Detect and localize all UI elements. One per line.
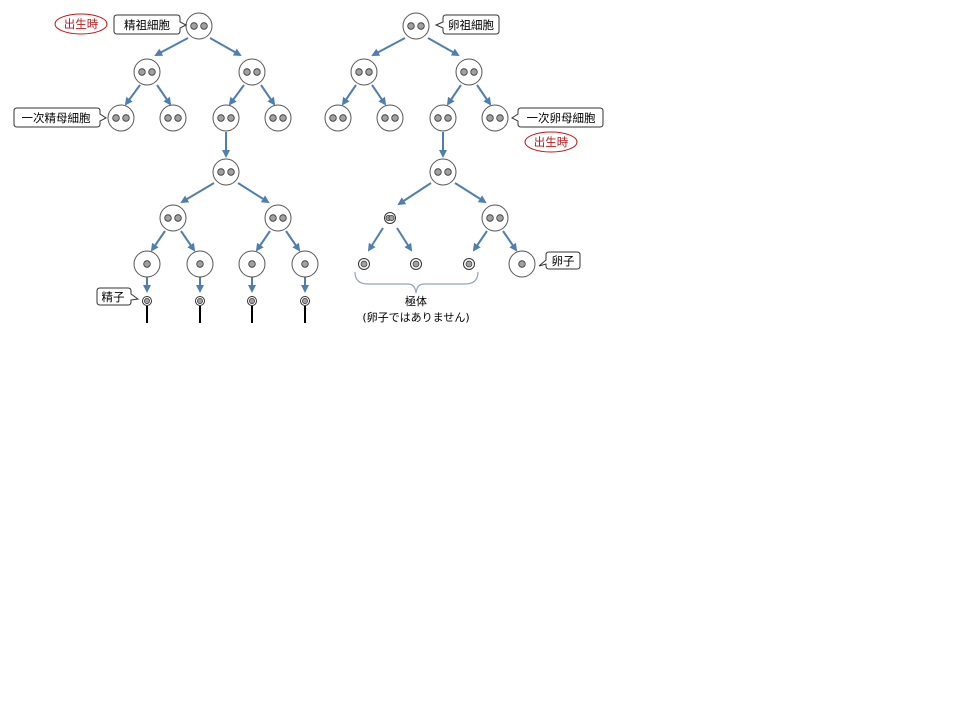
arrow (396, 227, 413, 252)
polar-bodies (358, 258, 475, 270)
label-egg-stem-cell: 卵祖細胞 (448, 18, 494, 32)
cell-primary-spermatocyte (212, 158, 240, 186)
callout-sperm-stem-cell: 精祖細胞 (113, 14, 188, 35)
callout-sperm: 精子 (96, 287, 140, 306)
arrow (180, 230, 196, 252)
sperm-cells (142, 296, 310, 323)
cell-secondary-spermatocyte (264, 204, 292, 232)
egg-diploid-cells (324, 12, 509, 232)
cell-oogonium (481, 104, 509, 132)
cell-spermatogonium-root (185, 12, 213, 40)
arrow (472, 230, 488, 252)
sperm-cell-icon (247, 296, 257, 323)
label-primary-spermatocyte: 一次精母細胞 (22, 111, 91, 125)
arrow (397, 182, 432, 206)
label-sperm: 精子 (102, 290, 125, 304)
cell-oogonium (455, 58, 483, 86)
cell-oogonium-root (402, 12, 430, 40)
arrow (124, 84, 141, 106)
cell-spermatid (238, 250, 266, 278)
cell-oogonium (324, 104, 352, 132)
cell-spermatid (133, 250, 161, 278)
arrow (260, 84, 276, 106)
spermatids (133, 250, 319, 278)
arrow (154, 37, 189, 56)
callout-at-birth-left: 出生時 (54, 13, 108, 35)
cell-oogonium (429, 104, 457, 132)
arrow (255, 230, 271, 252)
arrow (371, 37, 406, 56)
cell-spermatid (291, 250, 319, 278)
sperm-cell-icon (142, 296, 152, 323)
arrow (341, 84, 357, 106)
polar-body-brace (354, 271, 479, 294)
cell-oogonium (350, 58, 378, 86)
sperm-cell-icon (195, 296, 205, 323)
arrow (228, 84, 245, 106)
callout-primary-spermatocyte: 一次精母細胞 (13, 107, 107, 128)
egg-cell (508, 250, 536, 278)
arrow (237, 182, 270, 204)
callout-egg-stem-cell: 卵祖細胞 (434, 14, 500, 35)
cell-secondary-spermatocyte (159, 204, 187, 232)
cell-spermatogonium (264, 104, 292, 132)
label-egg: 卵子 (552, 254, 575, 268)
polar-body (358, 258, 370, 270)
polar-body (463, 258, 475, 270)
callout-at-birth-right: 出生時 (524, 131, 578, 153)
cell-spermatogonium (212, 104, 240, 132)
cell-oogonium (376, 104, 404, 132)
label-polar-body-note: (卵子ではありません) (362, 311, 469, 324)
sperm-diploid-cells (107, 12, 292, 232)
sperm-cell-icon (300, 296, 310, 323)
label-at-birth-left: 出生時 (64, 17, 99, 31)
arrow (454, 182, 487, 204)
label-primary-oocyte: 一次卵母細胞 (527, 111, 596, 125)
label-polar-body: 極体 (405, 294, 427, 308)
polar-body-first (384, 212, 396, 224)
arrow (371, 84, 387, 106)
cell-primary-oocyte (429, 158, 457, 186)
arrow (502, 230, 518, 252)
arrow (156, 84, 172, 106)
spermatogenesis-tree: 精祖細胞 出生時 一次精母細胞 精子 (13, 12, 319, 323)
arrow (367, 227, 384, 252)
label-sperm-stem-cell: 精祖細胞 (124, 18, 170, 32)
cell-spermatogonium (159, 104, 187, 132)
arrow (150, 230, 166, 252)
arrow (209, 37, 242, 56)
label-at-birth-right: 出生時 (534, 135, 569, 149)
cell-spermatogonium (238, 58, 266, 86)
polar-body (410, 258, 422, 270)
callout-primary-oocyte: 一次卵母細胞 (511, 107, 604, 128)
arrow (180, 182, 215, 204)
arrow (446, 84, 462, 106)
arrow (476, 84, 492, 106)
sperm-arrows (124, 37, 309, 293)
egg-arrows (341, 37, 518, 252)
cell-spermatogonium (133, 58, 161, 86)
cell-secondary-oocyte (481, 204, 509, 232)
arrow (285, 230, 301, 252)
cell-spermatogonium (107, 104, 135, 132)
callout-egg: 卵子 (538, 251, 581, 270)
oogenesis-tree: 極体 (卵子ではありません) 卵祖細胞 一次卵母細胞 出生時 卵子 (324, 12, 604, 324)
arrow (427, 37, 460, 56)
cell-spermatid (186, 250, 214, 278)
